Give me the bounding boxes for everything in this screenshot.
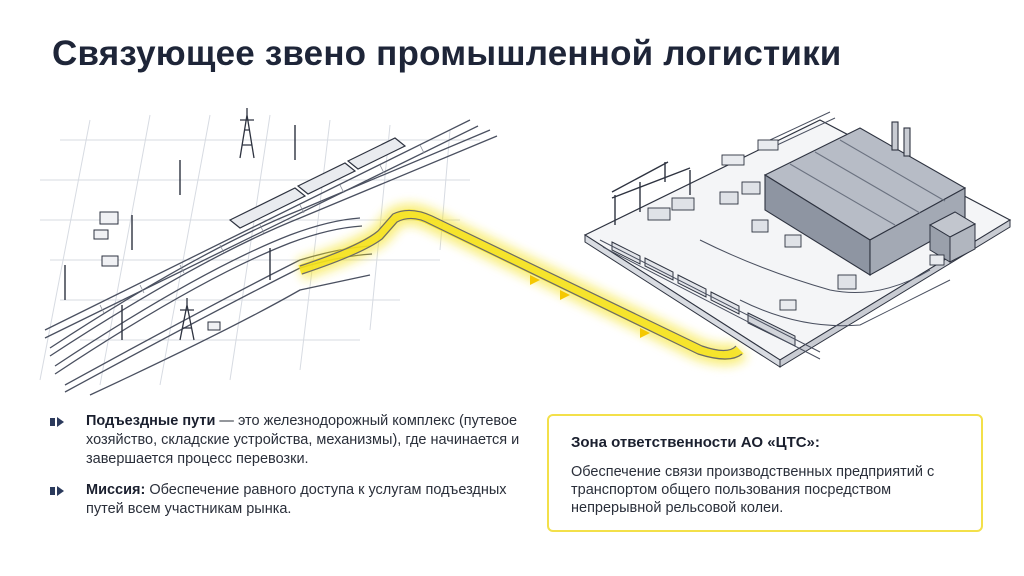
page-title: Связующее звено промышленной логистики: [52, 34, 842, 73]
bullet-body: Обеспечение равного доступа к услугам по…: [86, 482, 507, 517]
site-tracks: [599, 111, 951, 360]
small-buildings: [93, 211, 221, 331]
track-sleepers: [99, 144, 425, 314]
map-grid: [39, 114, 480, 386]
bullet-access-tracks: Подъездные пути — это железнодорожный ко…: [50, 412, 520, 469]
speaker-arrow-icon: [50, 417, 64, 427]
bullet-body: — это железнодорожный комплекс (путевое …: [86, 413, 520, 467]
bullet-text: Миссия: Обеспечение равного доступа к ус…: [86, 481, 520, 519]
trucks: [721, 139, 945, 311]
lattice-towers: [179, 108, 255, 341]
direction-arrows: [530, 275, 650, 338]
speaker-arrow-icon: [50, 486, 64, 496]
info-bullets: Подъездные пути — это железнодорожный ко…: [50, 412, 520, 531]
panel-heading: Зона ответственности АО «ЦТС»:: [571, 434, 820, 451]
bullet-mission: Миссия: Обеспечение равного доступа к ус…: [50, 481, 520, 519]
containers: [647, 181, 857, 290]
gantry-crane: [611, 161, 691, 225]
signal-posts: [64, 125, 296, 340]
industrial-site: [583, 111, 1012, 368]
bullet-bold: Подъездные пути: [86, 413, 216, 429]
connecting-track-highlight: [296, 203, 748, 366]
panel-body: Обеспечение связи производственных предп…: [571, 464, 935, 516]
passenger-train: [228, 137, 407, 229]
responsibility-panel: Зона ответственности АО «ЦТС»: Обеспечен…: [547, 414, 983, 532]
bullet-bold: Миссия:: [86, 482, 146, 498]
annex-building: [928, 211, 977, 263]
warehouse: [763, 121, 967, 276]
bullet-text: Подъездные пути — это железнодорожный ко…: [86, 412, 520, 469]
rail-logistics-illustration: [39, 108, 1012, 396]
railway-yard: [44, 119, 498, 396]
